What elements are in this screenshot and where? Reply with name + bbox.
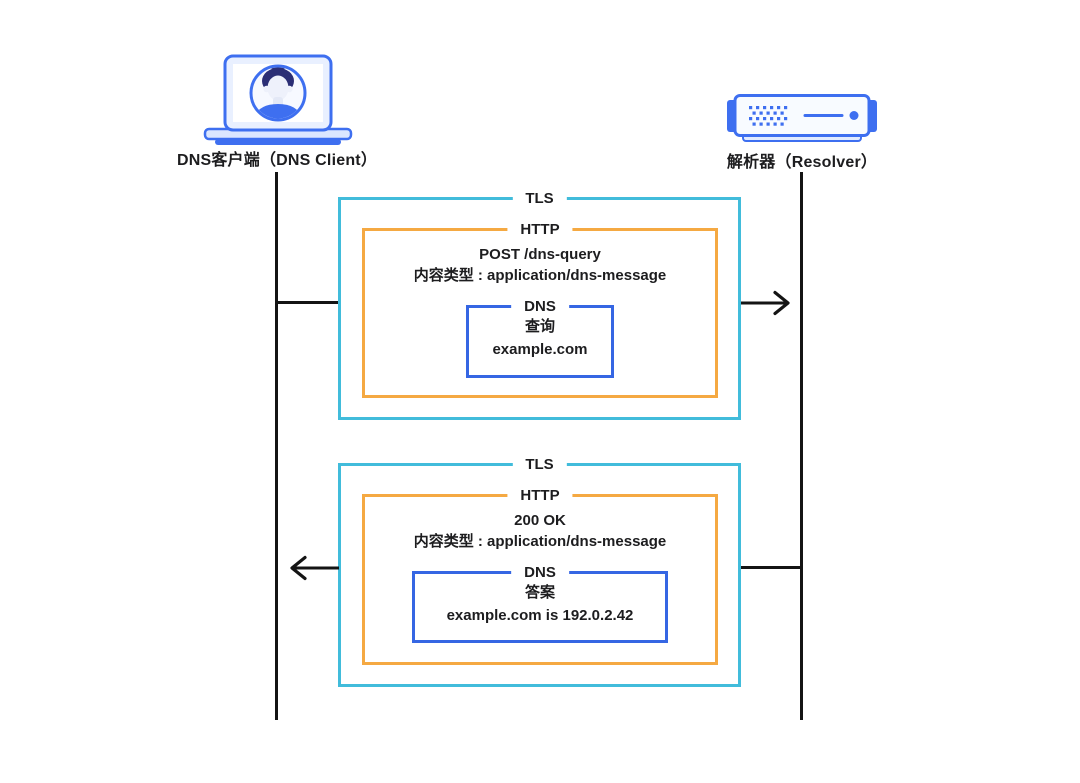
response-dns-lines: 答案 example.com is 192.0.2.42 — [415, 581, 665, 627]
request-http-line2: 内容类型 : application/dns-message — [413, 267, 667, 284]
response-dns-label: DNS — [511, 563, 569, 583]
response-arrow-tail — [741, 566, 802, 569]
response-dns-frame: DNS 答案 example.com is 192.0.2.42 — [412, 563, 668, 643]
arrow-left-icon — [290, 555, 339, 581]
server-icon — [727, 94, 877, 142]
request-http-frame: HTTP POST /dns-query 内容类型 : application/… — [362, 220, 718, 398]
response-dns-line2: example.com is 192.0.2.42 — [446, 607, 634, 624]
response-message: TLS HTTP 200 OK 内容类型 : application/dns-m… — [338, 455, 741, 687]
response-dns-line1: 答案 — [524, 584, 555, 601]
resolver-lifeline — [800, 172, 803, 720]
response-http-line2: 内容类型 : application/dns-message — [413, 533, 667, 550]
response-tls-frame: TLS HTTP 200 OK 内容类型 : application/dns-m… — [338, 455, 741, 687]
request-http-line1: POST /dns-query — [479, 246, 601, 263]
vent-dots — [749, 106, 788, 126]
response-http-frame: HTTP 200 OK 内容类型 : application/dns-messa… — [362, 486, 718, 665]
client-lifeline — [275, 172, 278, 720]
request-tls-label: TLS — [512, 189, 567, 209]
request-http-lines: POST /dns-query 内容类型 : application/dns-m… — [365, 244, 715, 286]
request-dns-label: DNS — [511, 297, 569, 317]
request-dns-frame: DNS 查询 example.com — [466, 297, 614, 378]
request-arrow-tail — [278, 301, 338, 304]
client-label: DNS客户端（DNS Client） — [176, 152, 378, 169]
request-dns-lines: 查询 example.com — [469, 315, 611, 361]
response-http-line1: 200 OK — [514, 512, 566, 529]
request-dns-line1: 查询 — [524, 318, 555, 335]
request-dns-line2: example.com — [492, 341, 588, 358]
request-message: TLS HTTP POST /dns-query 内容类型 : applicat… — [338, 189, 741, 420]
response-http-lines: 200 OK 内容类型 : application/dns-message — [365, 510, 715, 552]
response-http-label: HTTP — [507, 486, 573, 506]
avatar — [252, 67, 304, 119]
resolver-label: 解析器（Resolver） — [726, 154, 878, 171]
request-tls-frame: TLS HTTP POST /dns-query 内容类型 : applicat… — [338, 189, 741, 420]
request-http-label: HTTP — [507, 220, 573, 240]
response-tls-label: TLS — [512, 455, 567, 475]
laptop-user-icon — [203, 54, 353, 145]
arrow-right-icon — [741, 290, 790, 316]
